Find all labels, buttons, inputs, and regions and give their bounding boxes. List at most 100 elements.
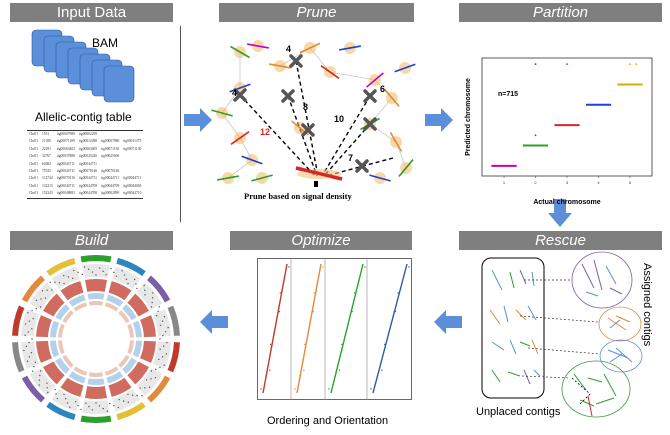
circos-dot [26, 360, 29, 362]
prune-cut-x-icon [355, 159, 369, 173]
circos-dot [39, 370, 42, 372]
optimize-dot [364, 266, 366, 268]
arrow-left-1 [434, 310, 462, 334]
circos-dot [159, 366, 161, 369]
circos-outer-segment [12, 305, 25, 336]
circos-dot [144, 387, 146, 389]
circos-dot [123, 274, 126, 276]
circos-dot [38, 384, 40, 386]
partition-chart: n=715 Predicted chromosome Actual chromo… [465, 57, 653, 206]
prune-label-12: 12 [260, 127, 270, 137]
circos-outer-segment [167, 305, 180, 336]
prune-graph: 4 4 8 6 10 12 7 [211, 40, 416, 187]
circos-track-inner [118, 354, 130, 368]
unplaced-contig [489, 309, 501, 325]
circos-track-gray [29, 282, 56, 310]
circos-dot [167, 326, 169, 329]
circos-dot [102, 407, 105, 410]
table-cell: tig00044711 [56, 183, 75, 188]
optimize-dot [383, 343, 386, 346]
table-cell: tig00012288 [78, 139, 98, 144]
circos-dot [127, 282, 129, 285]
circos-track-red [43, 361, 65, 385]
circos-dot [145, 379, 148, 381]
partition-outlier-point [566, 63, 568, 66]
table-cell: tig00063402 [56, 146, 75, 151]
circos-dot [118, 398, 120, 401]
table-cell: Chr01 [29, 161, 38, 166]
circos-dot [163, 364, 165, 366]
unplaced-contig [491, 369, 501, 383]
circos-dot [74, 401, 77, 403]
assigned-contig [581, 263, 595, 289]
circos-track-red [36, 315, 52, 338]
circos-dot [69, 406, 71, 408]
circos-dot [148, 386, 151, 388]
table-cell: tig00025420 [78, 154, 98, 159]
partition-xtick-label: 2 [534, 180, 537, 185]
circos-track-red [60, 281, 84, 301]
optimize-caption: Ordering and Orientation [267, 415, 389, 427]
partition-xtick-label: 3 [566, 180, 569, 185]
circos-dot [125, 278, 128, 281]
table-cell: Chr01 [29, 169, 38, 174]
circos-dot [31, 338, 33, 340]
circos-dot [98, 405, 101, 407]
circos-dot [122, 400, 125, 402]
table-cell: 112744 [41, 176, 53, 181]
prune-label-4b: 4 [232, 88, 237, 98]
unplaced-contig [533, 369, 541, 377]
circos-track-inner [73, 302, 88, 312]
unplaced-contig [491, 341, 505, 351]
table-cell: Chr01 [29, 146, 38, 151]
circos-dot [28, 356, 31, 358]
circos-dot [28, 341, 30, 344]
prune-label-10: 10 [334, 114, 344, 124]
circos-dot [40, 298, 42, 300]
circos-dot [152, 292, 154, 294]
partition-xtick-label: 4 [597, 180, 600, 185]
prune-contig-node [384, 89, 400, 107]
circos-dot [141, 395, 143, 397]
circos-dot [121, 270, 123, 272]
optimize-dot [394, 310, 397, 313]
prune-contig-node [369, 172, 391, 184]
circos-track-gray [51, 266, 80, 290]
circos-track-gray [112, 388, 141, 412]
optimize-dot [312, 310, 315, 313]
bam-label: BAM [92, 36, 119, 50]
assigned-contig [585, 291, 599, 297]
circos-track-blue [50, 340, 60, 358]
table-cell: 132215 [41, 183, 53, 188]
circos-dot [161, 320, 164, 322]
assigned-contig [609, 319, 621, 329]
optimize-dot [303, 343, 306, 346]
assigned-contig [603, 373, 617, 397]
circos-track-gray [29, 368, 56, 396]
optimize-dot [351, 310, 353, 313]
panel-header-build: Build [10, 231, 173, 250]
circos-track-gray [82, 399, 110, 414]
unplaced-contig [509, 271, 515, 289]
circos-dot [155, 315, 158, 317]
optimize-dot [328, 388, 330, 390]
circos-dot [54, 281, 56, 284]
circos-track-blue [132, 340, 142, 358]
circos-track-blue [87, 378, 105, 385]
circos-outer-segment [147, 275, 171, 303]
circos-dot [31, 328, 33, 330]
optimize-dot [278, 310, 281, 313]
circos-track-gray [21, 341, 40, 369]
table-cell: 62682 [41, 161, 51, 166]
circos-track-gray [152, 309, 171, 337]
circos-dot [157, 310, 159, 313]
circos-dot [127, 393, 129, 396]
circos-dot [109, 402, 111, 405]
circos-track-red [84, 386, 108, 399]
table-cell: tig00044710 [123, 191, 142, 196]
circos-track-gray [136, 282, 163, 310]
optimize-diagonal [262, 263, 288, 394]
table-cell: tig00070146 [101, 169, 120, 174]
circos-dot [110, 267, 112, 270]
